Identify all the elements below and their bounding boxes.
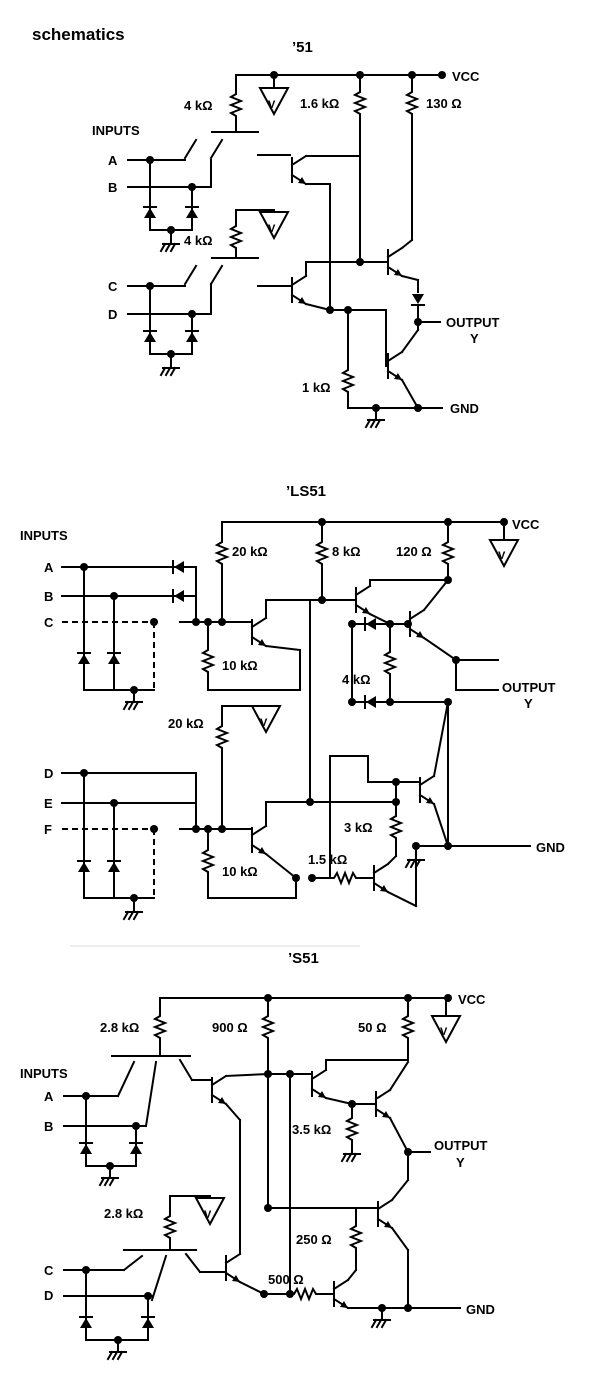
res-s51-r4: 3.5 kΩ [292,1122,331,1137]
res-s51-r1: 2.8 kΩ [100,1020,139,1035]
res-s51-r7: 500 Ω [268,1272,304,1287]
output-label-ls51: OUTPUT [502,680,556,695]
inputs-label-51: INPUTS [92,123,140,138]
input-s51-a: A [44,1089,54,1104]
vcc-label-ls51: VCC [512,517,540,532]
res-s51-r2: 900 Ω [212,1020,248,1035]
res-51-r2: 1.6 kΩ [300,96,339,111]
title-51: ’51 [292,39,313,56]
res-ls51-r5: 4 kΩ [342,672,371,687]
res-ls51-r3: 120 Ω [396,544,432,559]
schematic-ls51: ’LS51 VCC V INPUTS 20 kΩ 8 kΩ 120 Ω A B … [20,483,565,920]
output-pin-51: Y [470,331,479,346]
title-s51: ’S51 [288,950,319,967]
input-ls51-a: A [44,560,54,575]
res-s51-r5: 2.8 kΩ [104,1206,143,1221]
res-ls51-r9: 10 kΩ [222,864,258,879]
inputs-label-s51: INPUTS [20,1066,68,1081]
schematic-s51: ’S51 VCC V 2.8 kΩ 900 Ω 50 Ω INPUTS A B [20,950,495,1360]
v-label-ls51a: V [498,550,506,562]
input-ls51-c: C [44,615,54,630]
schematic-51: ’51 VCC 4 kΩ V 1.6 kΩ 130 Ω INPUTS A B [92,39,500,428]
input-51-b: B [108,180,117,195]
input-51-a: A [108,153,118,168]
input-s51-d: D [44,1288,53,1303]
input-s51-b: B [44,1119,53,1134]
input-ls51-e: E [44,796,53,811]
res-51-r5: 1 kΩ [302,380,331,395]
input-ls51-f: F [44,822,52,837]
v-label-51b: V [268,223,276,235]
res-s51-r3: 50 Ω [358,1020,387,1035]
gnd-label-s51: GND [466,1302,495,1317]
input-51-d: D [108,307,117,322]
res-s51-r6: 250 Ω [296,1232,332,1247]
input-51-c: C [108,279,118,294]
output-pin-ls51: Y [524,696,533,711]
vcc-label-51: VCC [452,69,480,84]
input-ls51-d: D [44,766,53,781]
input-s51-c: C [44,1263,54,1278]
gnd-label-ls51: GND [536,840,565,855]
res-ls51-r2: 8 kΩ [332,544,361,559]
res-51-r3: 130 Ω [426,96,462,111]
res-ls51-r6: 20 kΩ [168,716,204,731]
inputs-label-ls51: INPUTS [20,528,68,543]
v-label-s51a: V [440,1026,448,1038]
v-label-ls51b: V [260,717,268,729]
res-ls51-r4: 10 kΩ [222,658,258,673]
vcc-label-s51: VCC [458,992,486,1007]
res-ls51-r8: 1.5 kΩ [308,852,347,867]
header-label: schematics [32,25,125,44]
res-51-r4: 4 kΩ [184,233,213,248]
res-51-r1: 4 kΩ [184,98,213,113]
gnd-label-51: GND [450,401,479,416]
res-ls51-r7: 3 kΩ [344,820,373,835]
output-label-s51: OUTPUT [434,1138,488,1153]
input-ls51-b: B [44,589,53,604]
v-label-s51b: V [204,1209,212,1221]
res-ls51-r1: 20 kΩ [232,544,268,559]
output-label-51: OUTPUT [446,315,500,330]
title-ls51: ’LS51 [286,483,326,500]
v-label-51a: V [268,99,276,111]
output-pin-s51: Y [456,1155,465,1170]
